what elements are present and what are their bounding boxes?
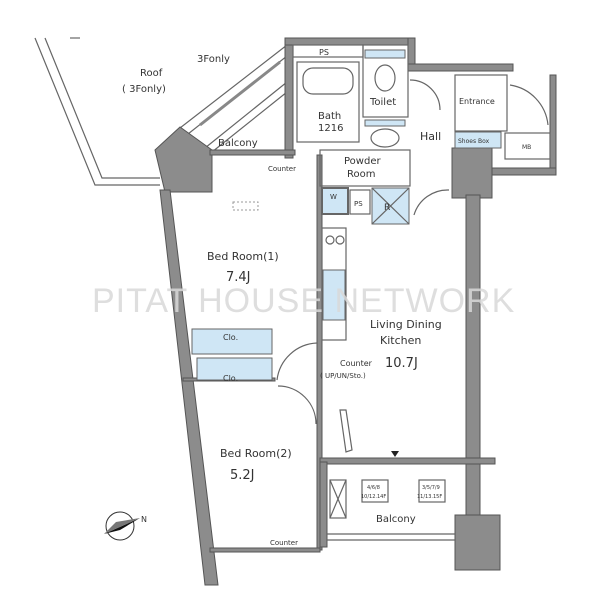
outdoor-unit-b-floors-1: 3/5/7/9: [422, 485, 440, 491]
outdoor-unit-a-floors-2: 10/12.14F: [361, 494, 386, 500]
washbasin-icon: [370, 128, 400, 148]
watermark: PITAT HOUSE NETWORK: [92, 282, 515, 320]
entrance-door-swing: [509, 84, 549, 126]
ldk-door-swing: [413, 189, 450, 216]
bathtub-icon: [302, 67, 354, 95]
compass-north-label: N: [141, 515, 147, 524]
closet1-label: Clo.: [223, 333, 238, 342]
ldk-label-2: Kitchen: [380, 334, 421, 347]
roof-outline: [34, 37, 288, 186]
roof-note: ( 3Fonly): [122, 84, 166, 95]
counter-kitchen-note: ( UP/UN/Sto.): [320, 372, 366, 380]
hall-label: Hall: [420, 130, 441, 143]
bedroom2-door-swing: [277, 385, 317, 425]
roof-edge-note: 3Fonly: [197, 54, 230, 65]
ldk-size: 10.7J: [385, 356, 418, 371]
stove-burner-icon: [335, 235, 345, 245]
powder-label-1: Powder: [344, 156, 381, 167]
bedroom2-size: 5.2J: [230, 468, 255, 483]
bath-size: 1216: [318, 123, 343, 134]
bath-label: Bath: [318, 111, 341, 122]
bedroom2-label: Bed Room(2): [220, 447, 292, 460]
counter-kitchen-label: Counter: [340, 359, 373, 368]
roof-label: Roof: [140, 68, 163, 79]
outdoor-unit-a-floors-1: 4/6/8: [367, 485, 380, 491]
counter-bottom-label: Counter: [270, 539, 298, 547]
ps-top-label: PS: [319, 48, 329, 57]
north-compass-icon: [104, 511, 140, 541]
counter-top-label: Counter: [268, 165, 296, 173]
toilet-icon: [374, 64, 396, 92]
balcony-bottom-label: Balcony: [376, 514, 416, 525]
closet2-label: Clo.: [223, 374, 238, 383]
stove-burner-icon: [325, 235, 335, 245]
toilet-label: Toilet: [369, 97, 396, 108]
walls: [154, 37, 557, 586]
shoes-box-label: Shoes Box: [458, 138, 490, 145]
ldk-label-1: Living Dining: [370, 318, 442, 331]
outdoor-unit-b-floors-2: 11/13.15F: [417, 494, 442, 500]
mb-label: MB: [522, 144, 531, 151]
powder-label-2: Room: [347, 169, 375, 180]
bedroom1-size: 7.4J: [226, 270, 251, 285]
balcony-top-label: Balcony: [218, 138, 258, 149]
bedroom1-label: Bed Room(1): [207, 250, 279, 263]
door-swing: [409, 79, 441, 111]
washer-label: W: [330, 193, 337, 201]
refrigerator-label: R: [384, 203, 390, 213]
entrance-label: Entrance: [459, 97, 495, 106]
bedroom1-door-swing: [276, 342, 318, 381]
ps-mid-label: PS: [354, 200, 363, 208]
